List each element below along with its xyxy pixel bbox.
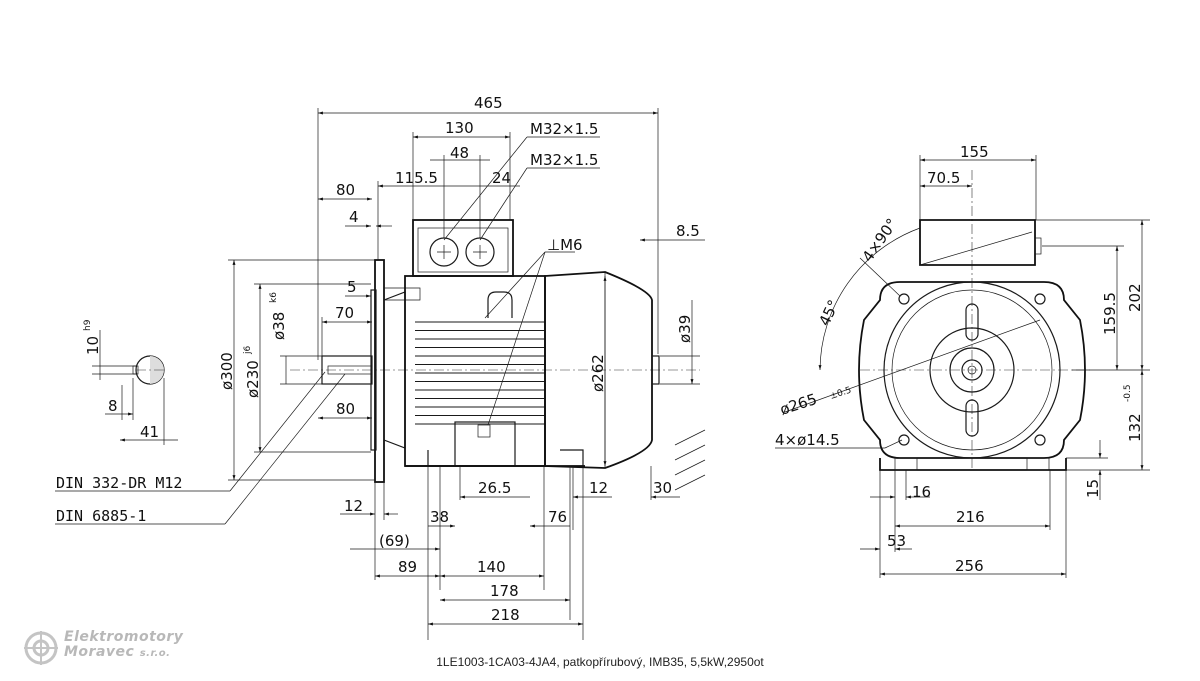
dim-gland-spacing: 48 <box>450 144 469 162</box>
end-view: 155 70.5 4×90° 45° 202 159.5 132 -0.5 15… <box>775 143 1150 578</box>
key-section-view: 10 h9 8 41 <box>83 319 178 445</box>
motor-feet <box>427 449 584 467</box>
end-shaft <box>961 359 983 381</box>
dim-foot-slot: 26.5 <box>478 479 511 497</box>
dim-flange-to-feet: (69) <box>379 532 410 550</box>
thread-label-gland-a: M32×1.5 <box>530 120 598 138</box>
dim-spigot-dia-tol: j6 <box>243 345 253 355</box>
bolt-hole-tl <box>898 293 910 305</box>
dim-shaft-height-tol: -0.5 <box>1123 384 1133 402</box>
dim-pcd: ø265 <box>778 390 820 419</box>
end-terminal-box <box>919 219 1036 266</box>
flange-spigot <box>370 289 377 451</box>
dim-foot-overall: 178 <box>490 582 519 600</box>
dim-foot-hole-spacing: 140 <box>477 558 506 576</box>
dim-end-foot-width: 256 <box>955 557 984 575</box>
shaft-key <box>327 365 373 375</box>
dim-end-foot-spacing: 216 <box>956 508 985 526</box>
dim-rear-clearance: 30 <box>653 479 672 497</box>
bolt-hole-bl <box>898 434 910 446</box>
dim-shaft-dia: ø38 <box>270 312 288 340</box>
dim-gland-offset: 24 <box>492 169 511 187</box>
dim-feet-length: 218 <box>491 606 520 624</box>
dim-shaft-length-bottom: 80 <box>336 400 355 418</box>
terminal-box <box>412 219 514 277</box>
rear-shaft <box>651 355 660 385</box>
dim-bolt-holes: 4×ø14.5 <box>775 431 840 449</box>
bolt-hole-tr <box>1034 293 1046 305</box>
dim-flange-spigot: 4 <box>349 208 359 226</box>
key-width-label: 10 <box>84 336 102 355</box>
dim-pcd-tol: ±0.5 <box>829 386 853 402</box>
dim-end-box-width: 155 <box>960 143 989 161</box>
dim-frame-dia: ø262 <box>589 354 607 392</box>
bearing-cover <box>929 327 1015 413</box>
bolt-hole-br <box>1034 434 1046 446</box>
end-feet <box>879 458 1067 471</box>
company-logo: Elektromotory Moravec s.r.o. <box>22 629 202 669</box>
dim-rear-shaft-dia: ø39 <box>676 315 694 343</box>
dim-fan-gap: 8.5 <box>676 222 700 240</box>
logo-icon <box>24 631 58 665</box>
dim-shaft-dia-tol: k6 <box>269 292 279 303</box>
motor-frame <box>404 275 546 467</box>
cooling-fins <box>415 321 545 425</box>
dim-flange-dia: ø300 <box>218 352 236 390</box>
dim-foot-thickness: 15 <box>1084 479 1102 498</box>
dim-box-offset: 115.5 <box>395 169 438 187</box>
dim-box-to-center: 159.5 <box>1101 292 1119 335</box>
dim-shaft-height: 132 <box>1126 413 1144 442</box>
dim-end-box-offset: 70.5 <box>927 169 960 187</box>
dim-foot-edge: 76 <box>548 508 567 526</box>
logo-line2: Moravec s.r.o. <box>64 644 170 660</box>
dim-end-box-height: 202 <box>1126 283 1144 312</box>
earth-box <box>454 421 516 467</box>
slot-bottom <box>965 399 979 437</box>
note-center-thread: DIN 332-DR M12 <box>56 474 182 492</box>
key-width-tol: h9 <box>83 319 93 331</box>
drawing-caption: 1LE1003-1CA03-4JA4, patkopřírubový, IMB3… <box>436 655 764 669</box>
key-depth-label: 8 <box>108 397 118 415</box>
dim-spigot-depth: 5 <box>347 278 357 296</box>
fan-cowl <box>544 271 653 469</box>
dim-foot-offset: 38 <box>430 508 449 526</box>
thread-label-earth: ⊥M6 <box>547 236 583 254</box>
logo-line1: Elektromotory <box>64 629 184 645</box>
dim-end-foot-edge: 53 <box>887 532 906 550</box>
dim-overall-length: 465 <box>474 94 503 112</box>
dim-hole-angle: 45° <box>815 297 843 329</box>
dim-flange-thickness: 12 <box>344 497 363 515</box>
logo-line2-name: Moravec <box>64 644 135 660</box>
rear-hatch <box>674 429 706 491</box>
dim-shaft-length: 70 <box>335 304 354 322</box>
end-flange <box>858 281 1086 459</box>
dim-terminal-span: 130 <box>445 119 474 137</box>
side-view: 465 130 M32×1.5 M32×1.5 48 115.5 24 80 4… <box>55 94 706 640</box>
logo-suffix: s.r.o. <box>139 648 171 659</box>
dim-foot-height-small: 12 <box>589 479 608 497</box>
thread-label-gland-b: M32×1.5 <box>530 151 598 169</box>
end-spigot <box>883 281 1061 459</box>
dim-box-rotation: 4×90° <box>859 215 902 265</box>
eye-bolt <box>487 291 513 318</box>
dim-flange-to-hole: 89 <box>398 558 417 576</box>
note-key-standard: DIN 6885-1 <box>56 507 146 525</box>
slot-top <box>965 303 979 341</box>
dim-end-foot-hole: 16 <box>912 483 931 501</box>
dim-flange-to-shaft: 80 <box>336 181 355 199</box>
key-overall-label: 41 <box>140 423 159 441</box>
dim-spigot-dia: ø230 <box>244 360 262 398</box>
